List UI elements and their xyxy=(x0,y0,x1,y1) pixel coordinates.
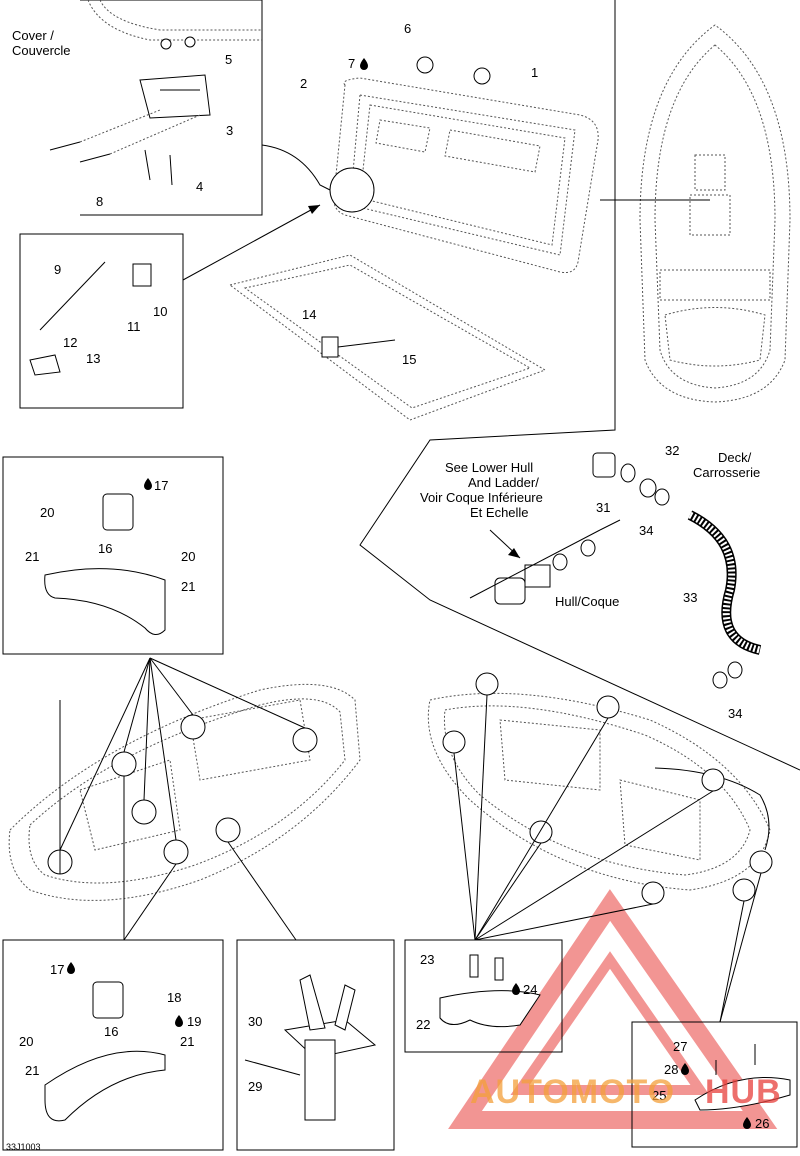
hull-label: Hull/Coque xyxy=(555,594,619,609)
part-number: 16 xyxy=(98,541,112,556)
callout-frame-line xyxy=(359,0,800,771)
seat-cover-panel xyxy=(261,56,599,273)
part-number: 26 xyxy=(755,1116,769,1131)
part-number: 4 xyxy=(196,179,203,194)
throttle-inset xyxy=(236,939,395,1151)
part-number: 20 xyxy=(181,549,195,564)
part-number: 18 xyxy=(167,990,181,1005)
part-number: 19 xyxy=(187,1014,201,1029)
part-number: 28 xyxy=(664,1062,678,1077)
cover-label-1: Cover / xyxy=(12,28,54,43)
part-number: 5 xyxy=(225,52,232,67)
part-number: 30 xyxy=(248,1014,262,1029)
part-number: 2 xyxy=(300,76,307,91)
see-label-4: Et Echelle xyxy=(470,505,529,520)
part-number: 17 xyxy=(50,962,64,977)
part-number: 31 xyxy=(596,500,610,515)
part-number: 20 xyxy=(19,1034,33,1049)
part-number: 21 xyxy=(25,1063,39,1078)
watermark-text: AUTOMOTO HUB xyxy=(470,1073,782,1111)
svg-text:AUTOMOTO: AUTOMOTO xyxy=(470,1073,675,1111)
part-number: 9 xyxy=(54,262,61,277)
part-number: 13 xyxy=(86,351,100,366)
part-number: 1 xyxy=(531,65,538,80)
part-numbers: 1 2 3 4 5 6 7 8 9 10 11 12 13 14 15 16 1… xyxy=(19,21,769,1131)
part-number: 8 xyxy=(96,194,103,209)
cleat-inset xyxy=(404,939,563,1053)
handrail-inset-lower xyxy=(2,939,224,1151)
part-number: 23 xyxy=(420,952,434,967)
part-number: 16 xyxy=(104,1024,118,1039)
cover-inset-box xyxy=(49,0,263,216)
cover-label-2: Couvercle xyxy=(12,43,71,58)
storage-compartment xyxy=(228,254,547,421)
part-number: 7 xyxy=(348,56,355,71)
part-number: 3 xyxy=(226,123,233,138)
part-number: 10 xyxy=(153,304,167,319)
cleat-inset-2 xyxy=(631,1021,798,1148)
boat-perspective-right xyxy=(427,672,773,1023)
drain-hose-assembly xyxy=(469,452,762,689)
part-number: 21 xyxy=(181,579,195,594)
see-label-3: Voir Coque Inférieure xyxy=(420,490,543,505)
part-number: 27 xyxy=(673,1039,687,1054)
see-label-2: And Ladder/ xyxy=(468,475,539,490)
part-number: 34 xyxy=(728,706,742,721)
callout-labels: Cover / Couvercle Deck/ Carrosserie See … xyxy=(6,28,760,1152)
part-number: 25 xyxy=(652,1088,666,1103)
part-number: 20 xyxy=(40,505,54,520)
deck-label-1: Deck/ xyxy=(718,450,752,465)
part-number: 24 xyxy=(523,982,537,997)
part-number: 33 xyxy=(683,590,697,605)
part-number: 12 xyxy=(63,335,77,350)
part-number: 21 xyxy=(25,549,39,564)
deck-label-2: Carrosserie xyxy=(693,465,760,480)
part-number: 34 xyxy=(639,523,653,538)
part-number: 21 xyxy=(180,1034,194,1049)
handrail-inset-upper xyxy=(2,456,224,655)
part-number: 14 xyxy=(302,307,316,322)
watermark-logo xyxy=(448,889,778,1129)
boat-top-view xyxy=(600,24,791,403)
part-number: 11 xyxy=(127,319,141,334)
drop-icon xyxy=(67,58,751,1129)
diagram-code: 33J1003 xyxy=(6,1142,41,1152)
see-label-1: See Lower Hull xyxy=(445,460,533,475)
part-number: 22 xyxy=(416,1017,430,1032)
part-number: 6 xyxy=(404,21,411,36)
svg-text:HUB: HUB xyxy=(705,1073,782,1111)
gas-strut-inset xyxy=(19,204,321,409)
part-number: 15 xyxy=(402,352,416,367)
boat-perspective-left xyxy=(8,657,361,941)
part-number: 17 xyxy=(154,478,168,493)
part-number: 32 xyxy=(665,443,679,458)
part-number: 29 xyxy=(248,1079,262,1094)
